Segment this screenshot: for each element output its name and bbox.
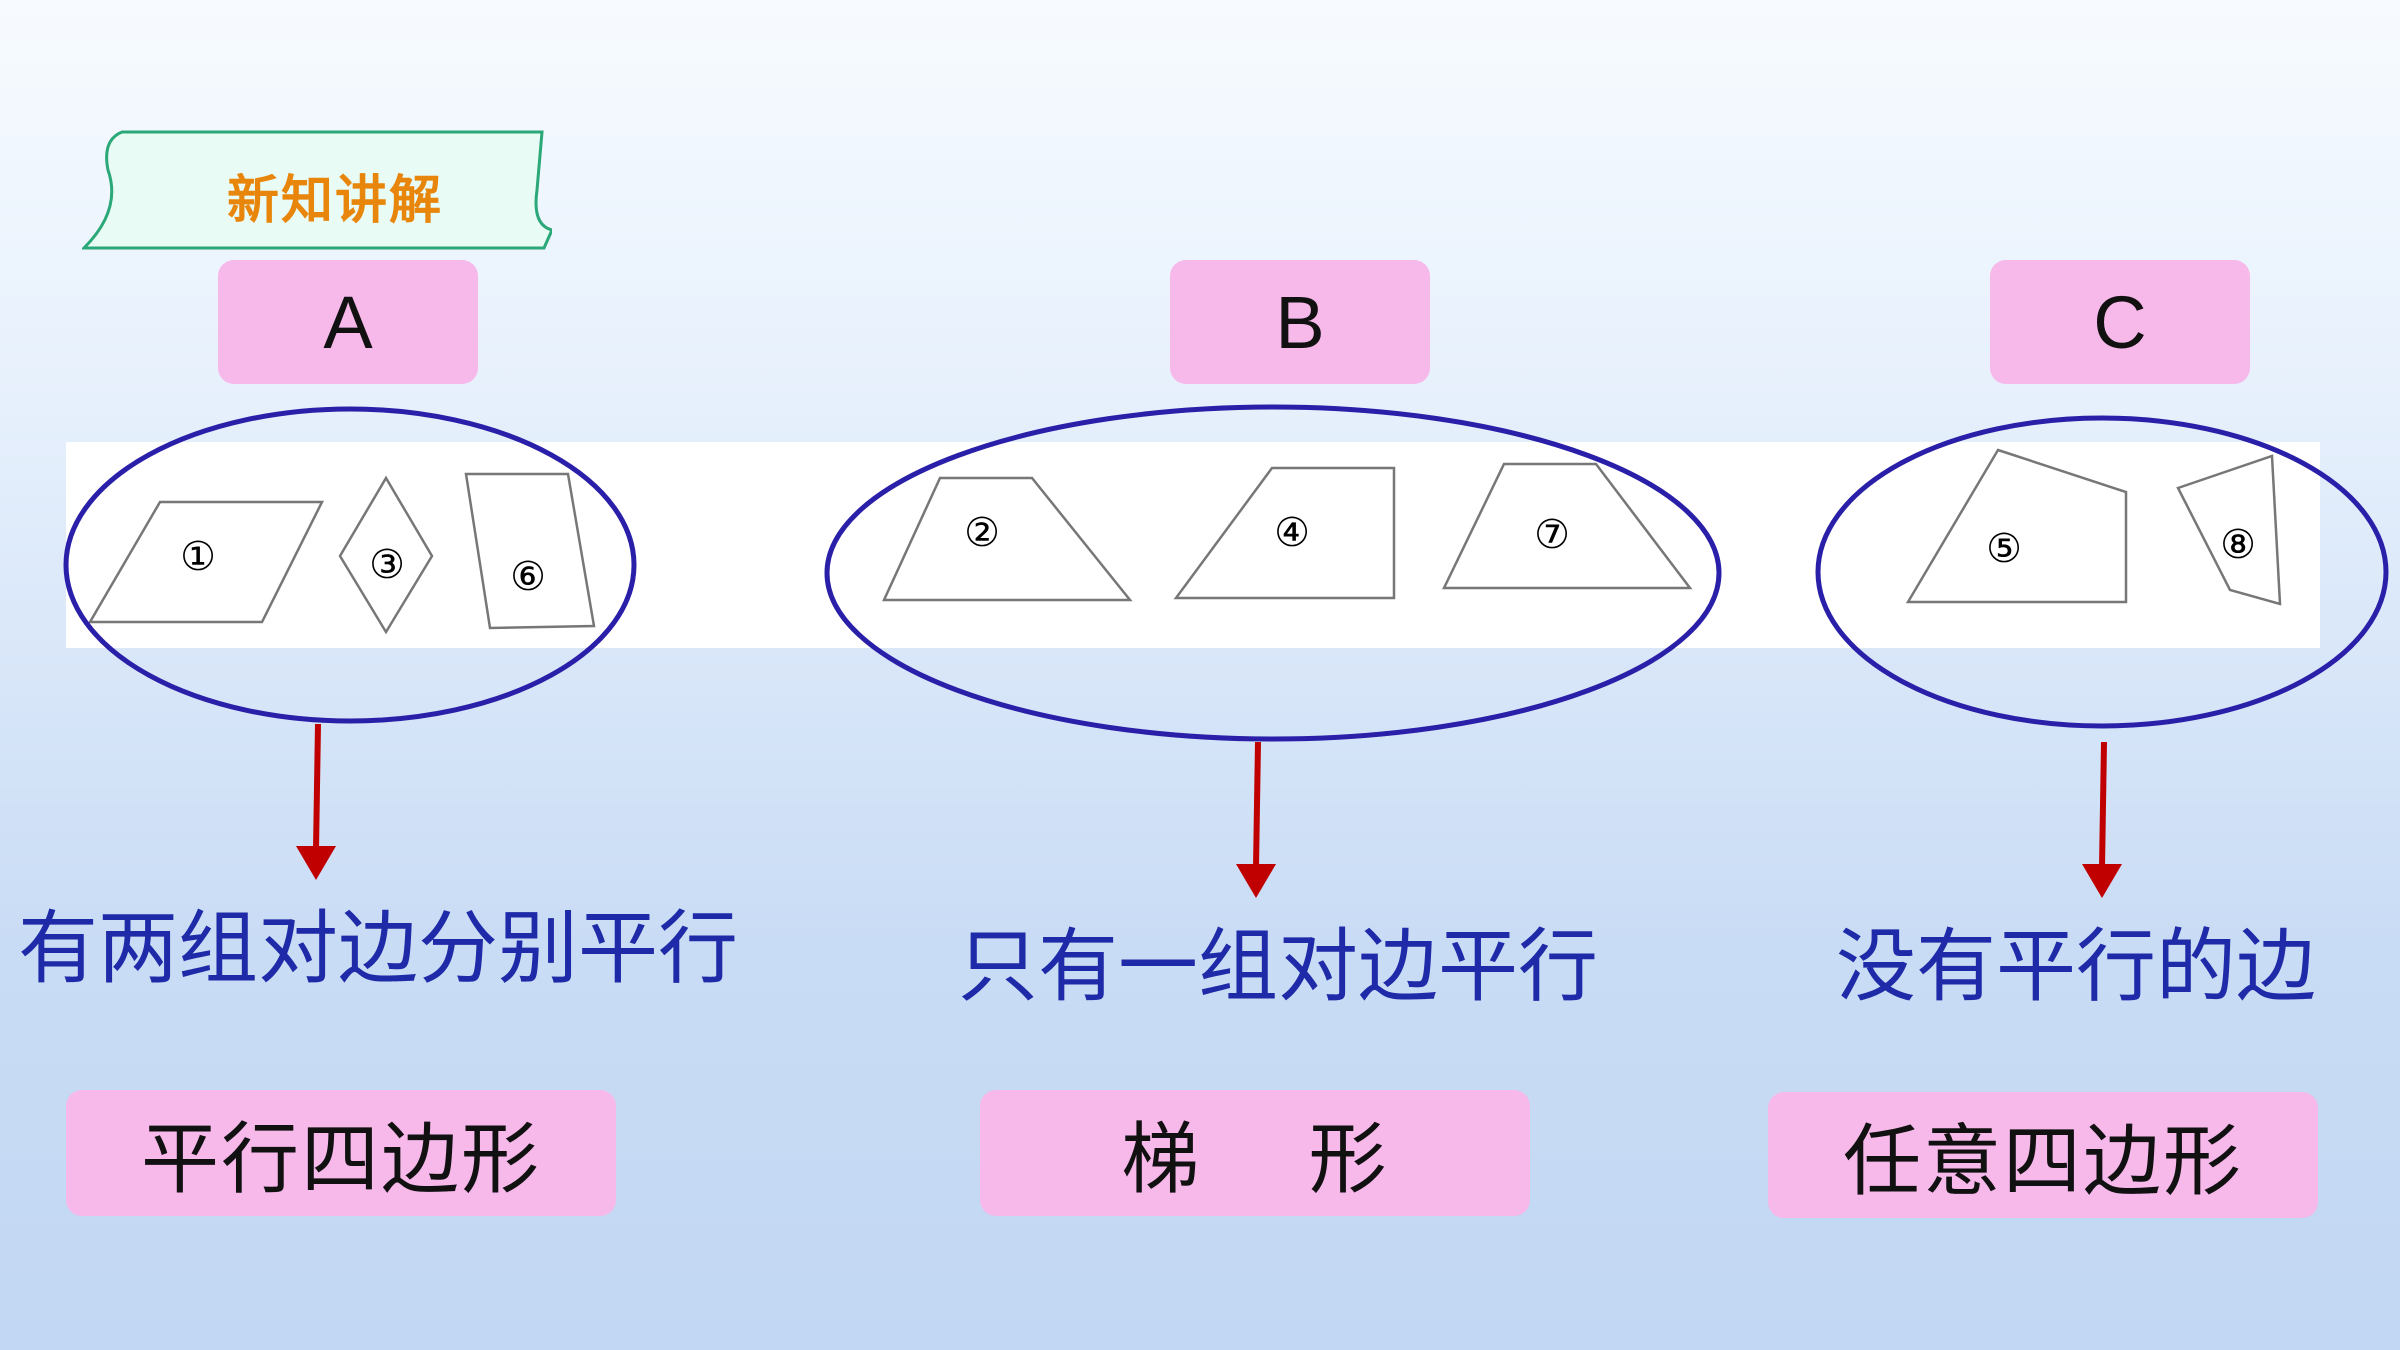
shape-1-parallelogram [87,500,325,624]
group-b-name-box: 梯 形 [980,1090,1530,1216]
group-c-arrow [2099,741,2107,869]
section-tag: 新知讲解 [82,130,552,250]
tag-label: 新知讲解 [227,171,444,231]
group-c-letter-box: C [1990,260,2250,384]
group-b-ellipse [824,404,1722,742]
group-c-description: 没有平行的边 [1836,920,2316,1013]
shape-5-quadrilateral [1905,448,2128,604]
group-b-arrow [1253,741,1261,869]
group-b-letter-box: B [1170,260,1430,384]
shape-6-parallelogram [464,472,596,630]
shape-5-label: ⑤ [1986,526,2022,572]
group-c-arrowhead [2082,864,2122,898]
shape-8-quadrilateral [2176,454,2282,606]
shapes-band [66,442,2320,648]
shape-3-label: ③ [369,542,405,588]
shape-7-label: ⑦ [1534,512,1570,558]
shape-4-trapezoid [1173,466,1396,600]
shape-8-label: ⑧ [2220,522,2256,568]
group-a-arrow [313,723,321,851]
group-a-ellipse [63,406,637,724]
shape-7-trapezoid [1442,462,1693,590]
shape-4-label: ④ [1274,510,1310,556]
group-c-name-box: 任意四边形 [1768,1092,2318,1218]
tag-ribbon-shape [82,130,552,250]
shape-3-rhombus [338,475,434,635]
group-a-name-box: 平行四边形 [66,1090,616,1216]
group-a-letter-box: A [218,260,478,384]
group-c-ellipse [1815,415,2389,729]
group-b-description: 只有一组对边平行 [958,920,1598,1013]
shape-2-trapezoid [882,476,1133,602]
shape-1-label: ① [180,534,216,580]
shape-6-label: ⑥ [510,554,546,600]
shape-2-label: ② [964,510,1000,556]
group-a-description: 有两组对边分别平行 [18,902,738,995]
group-a-arrowhead [296,846,336,880]
group-b-arrowhead [1236,864,1276,898]
